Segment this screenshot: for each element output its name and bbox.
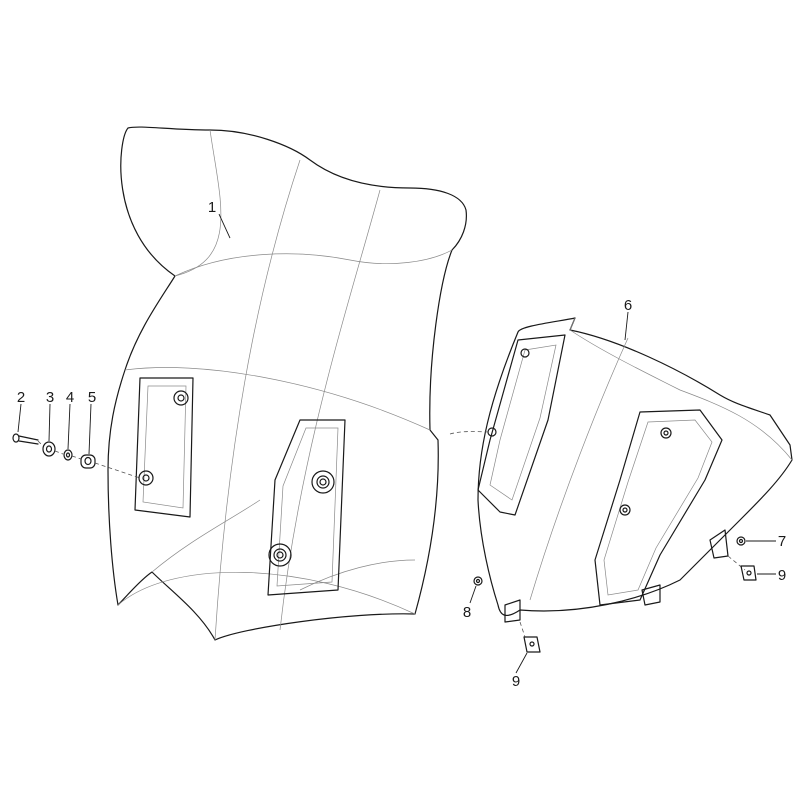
washer-part-3 xyxy=(42,441,56,457)
windscreen-part-1 xyxy=(107,126,467,641)
callout-7: 7 xyxy=(778,533,786,550)
clip-nut-part-9b xyxy=(740,565,757,581)
screw-part-2 xyxy=(12,433,39,445)
callout-5: 5 xyxy=(88,389,96,406)
spacer-part-4 xyxy=(63,449,73,461)
assembly-axis-left xyxy=(37,440,141,479)
callout-9-right: 9 xyxy=(778,567,786,584)
callout-6: 6 xyxy=(624,297,632,314)
assembly-axis-9a xyxy=(519,621,526,638)
clip-nut-part-9a xyxy=(523,636,541,653)
callout-4: 4 xyxy=(66,389,74,406)
callout-labels: 1 2 3 4 5 6 7 8 9 9 xyxy=(17,199,786,690)
inner-cover-part-6 xyxy=(477,317,793,623)
leader-lines xyxy=(17,213,776,674)
callout-8: 8 xyxy=(463,604,471,621)
screw-part-7 xyxy=(736,536,746,546)
grommet-part-5 xyxy=(80,454,96,469)
callout-2: 2 xyxy=(17,389,25,406)
callout-1: 1 xyxy=(208,199,216,216)
callout-3: 3 xyxy=(46,389,54,406)
assembly-axis-9b xyxy=(727,555,746,571)
screw-part-8 xyxy=(473,576,483,586)
callout-9-bottom: 9 xyxy=(512,673,520,690)
assembly-axis-cover xyxy=(449,431,493,435)
